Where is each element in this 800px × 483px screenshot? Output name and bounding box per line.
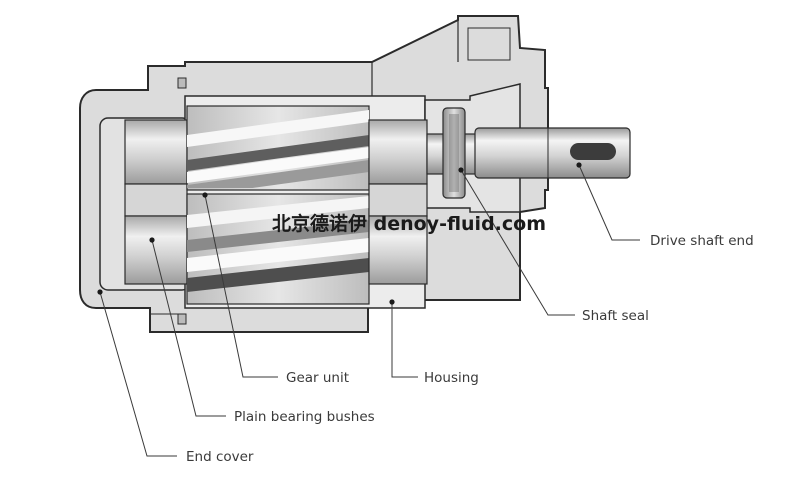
callout-leaders [97, 162, 640, 457]
label-shaft-seal: Shaft seal [582, 308, 649, 324]
gear-unit [186, 105, 370, 305]
label-gear-unit: Gear unit [286, 370, 349, 386]
shaft-seal [442, 107, 466, 199]
label-housing: Housing [424, 370, 479, 386]
plain-bearing-bushes-left [124, 119, 188, 285]
label-end-cover: End cover [186, 449, 254, 465]
plain-bearing-bushes-right [368, 119, 428, 285]
watermark-text: 北京德诺伊 denoy-fluid.com [272, 212, 546, 235]
label-drive-shaft-end: Drive shaft end [650, 233, 754, 249]
label-plain-bearing-bushes: Plain bearing bushes [234, 409, 375, 425]
